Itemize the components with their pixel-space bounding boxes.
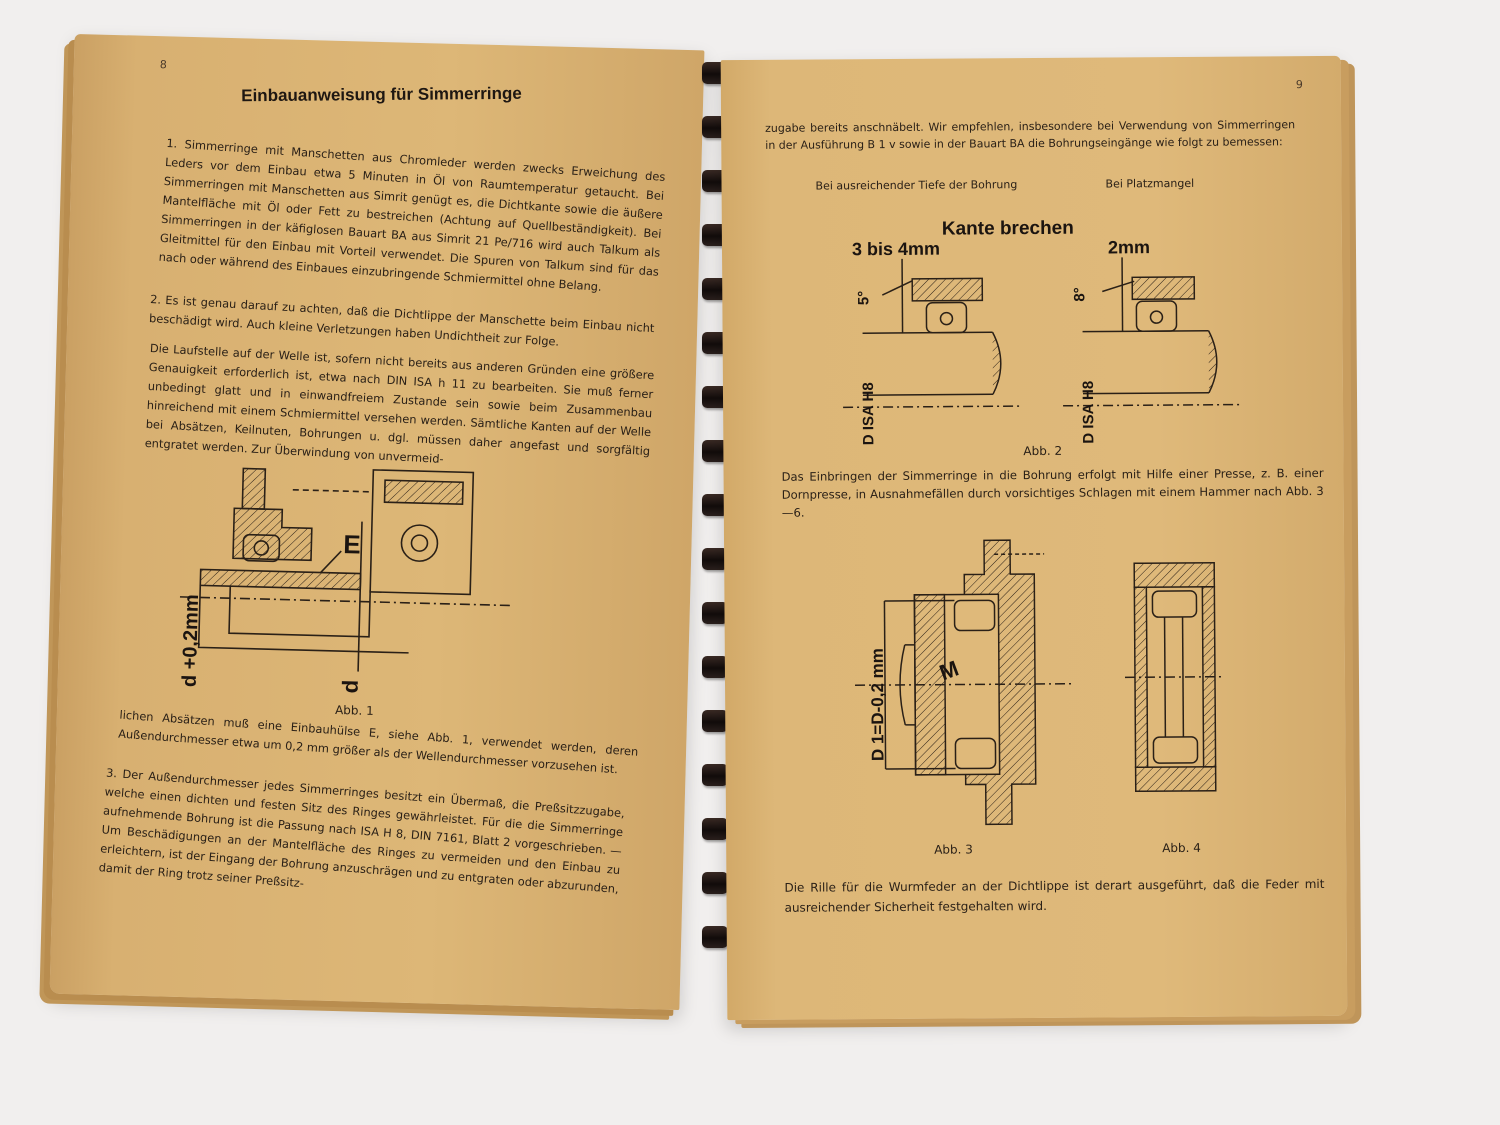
binding-coil — [702, 332, 728, 354]
paragraph-1: 1. Simmerringe mit Manschetten aus Chrom… — [158, 135, 666, 294]
figure-3-drawing: D 1=D-0,2 mm M — [844, 534, 1086, 836]
fig4-caption: Abb. 4 — [1162, 840, 1201, 856]
binding-coil — [702, 494, 728, 516]
fig2-label-3bis4: 3 bis 4mm — [852, 239, 940, 260]
fig1-label-d: d — [338, 680, 363, 694]
fig3-label-d1: D 1=D-0,2 mm — [868, 648, 888, 761]
fig2-label-8deg: 8° — [1071, 287, 1088, 301]
binding-coil — [702, 710, 728, 732]
figure-4-drawing — [1124, 557, 1226, 798]
binding-coil — [702, 386, 728, 408]
fig2-caption: Abb. 2 — [1023, 443, 1063, 459]
binding-coil — [702, 872, 728, 894]
fig3-caption: Abb. 3 — [934, 842, 973, 857]
right-paragraph-3: Die Rille für die Wurmfeder an der Dicht… — [784, 876, 1325, 915]
paragraph-4: lichen Absätzen muß eine Einbauhülse E, … — [117, 707, 639, 777]
binding-coil — [702, 602, 728, 624]
right-page: 9 zugabe bereits anschnäbelt. Wir empfeh… — [720, 55, 1348, 1021]
page-number-left: 8 — [159, 58, 168, 72]
fig2-label-d-left: D ISA H8 — [860, 382, 877, 445]
fig2-label-kante: Kante brechen — [942, 218, 1074, 240]
fig1-label-e: E — [343, 529, 361, 559]
binding-coil — [702, 818, 728, 840]
fig1-label-d-plus: d +0,2mm — [179, 594, 203, 687]
right-paragraph-1: zugabe bereits anschnäbelt. Wir empfehle… — [765, 118, 1296, 152]
binding-coil — [702, 656, 728, 678]
fig2-label-d-right: D ISA H8 — [1080, 381, 1097, 444]
figure-2-drawing: Kante brechen 3 bis 4mm 2mm 5° 8° D ISA … — [822, 218, 1284, 445]
left-page: 8 Einbauanweisung für Simmerringe 1. Sim… — [49, 33, 705, 1011]
figure-1-drawing: E d +0,2mm d — [179, 457, 553, 694]
right-paragraph-2: Das Einbringen der Simmerringe in die Bo… — [781, 465, 1324, 520]
fig2-label-2mm: 2mm — [1108, 237, 1150, 257]
page-title: Einbauanweisung für Simmerringe — [241, 83, 522, 106]
subheading-deep-bore: Bei ausreichender Tiefe der Bohrung — [815, 178, 1018, 193]
page-number-right: 9 — [1295, 78, 1303, 92]
fig2-label-5deg: 5° — [855, 291, 872, 305]
binding-coil — [702, 548, 728, 570]
paragraph-5: 3. Der Außendurchmesser jedes Simmerring… — [98, 765, 626, 896]
subheading-little-space: Bei Platzmangel — [1105, 176, 1195, 191]
binding-coil — [702, 926, 728, 948]
binding-coil — [702, 764, 728, 786]
fig1-caption: Abb. 1 — [334, 702, 374, 718]
binding-coil — [702, 440, 728, 462]
